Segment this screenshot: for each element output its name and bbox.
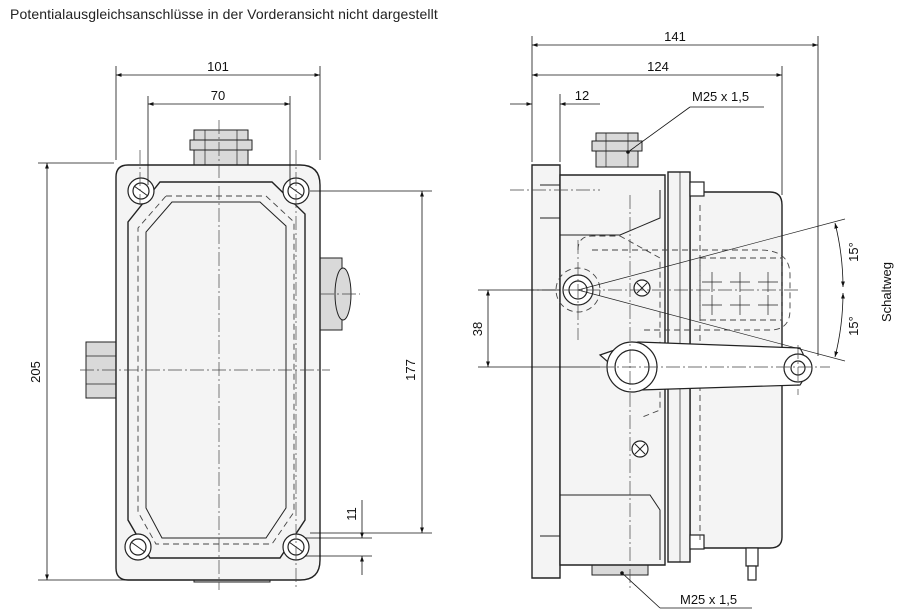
top-cable-gland <box>189 129 253 167</box>
swing-line-upper <box>577 218 846 291</box>
dim-177-label: 177 <box>403 359 418 381</box>
dim-70: 70 <box>147 88 291 185</box>
side-screw-lower <box>631 440 649 458</box>
front-screw-bottom-left <box>124 533 152 561</box>
front-screw-top-left <box>127 177 155 205</box>
travel-label: Schaltweg <box>879 262 894 322</box>
dim-38: 38 <box>470 289 600 368</box>
dim-141: 141 <box>531 29 819 356</box>
dim-101-label: 101 <box>207 59 229 74</box>
side-top-cable-gland <box>591 132 643 168</box>
front-gasket-dashed <box>137 195 295 545</box>
front-housing-outline <box>115 164 321 581</box>
side-view: 15° 15° Schaltweg 141 124 12 M25 x <box>470 29 894 609</box>
dim-12-label: 12 <box>575 88 589 103</box>
dim-11-label: 11 <box>344 507 359 521</box>
front-cover-face <box>145 201 287 539</box>
thread-callout-top: M25 x 1,5 <box>626 89 764 154</box>
front-view: 101 70 205 177 11 <box>28 59 432 590</box>
thread-callout-bottom: M25 x 1,5 <box>620 571 752 609</box>
thread-bottom-label: M25 x 1,5 <box>680 592 737 607</box>
dim-101: 101 <box>115 59 321 160</box>
angle-arc-lower <box>834 292 845 358</box>
thread-top-label: M25 x 1,5 <box>692 89 749 104</box>
side-bottom-terminal <box>745 547 759 581</box>
dim-141-label: 141 <box>664 29 686 44</box>
side-flange <box>531 164 561 579</box>
dim-11: 11 <box>305 500 372 575</box>
dim-205-label: 205 <box>28 361 43 383</box>
swing-line-lower <box>577 289 846 362</box>
dim-38-label: 38 <box>470 322 485 336</box>
dim-124-label: 124 <box>647 59 669 74</box>
angle-lower-label: 15° <box>846 316 861 336</box>
dim-124: 124 <box>532 59 783 195</box>
angle-upper-label: 15° <box>846 242 861 262</box>
drawing-caption: Potentialausgleichsanschlüsse in der Vor… <box>10 6 438 22</box>
side-screw-upper <box>633 279 651 297</box>
dim-177: 177 <box>310 190 432 534</box>
internal-contact-block <box>699 257 783 321</box>
dim-12: 12 <box>510 88 600 162</box>
angle-arc-upper <box>834 222 845 288</box>
dim-70-label: 70 <box>211 88 225 103</box>
dim-205: 205 <box>28 162 190 581</box>
